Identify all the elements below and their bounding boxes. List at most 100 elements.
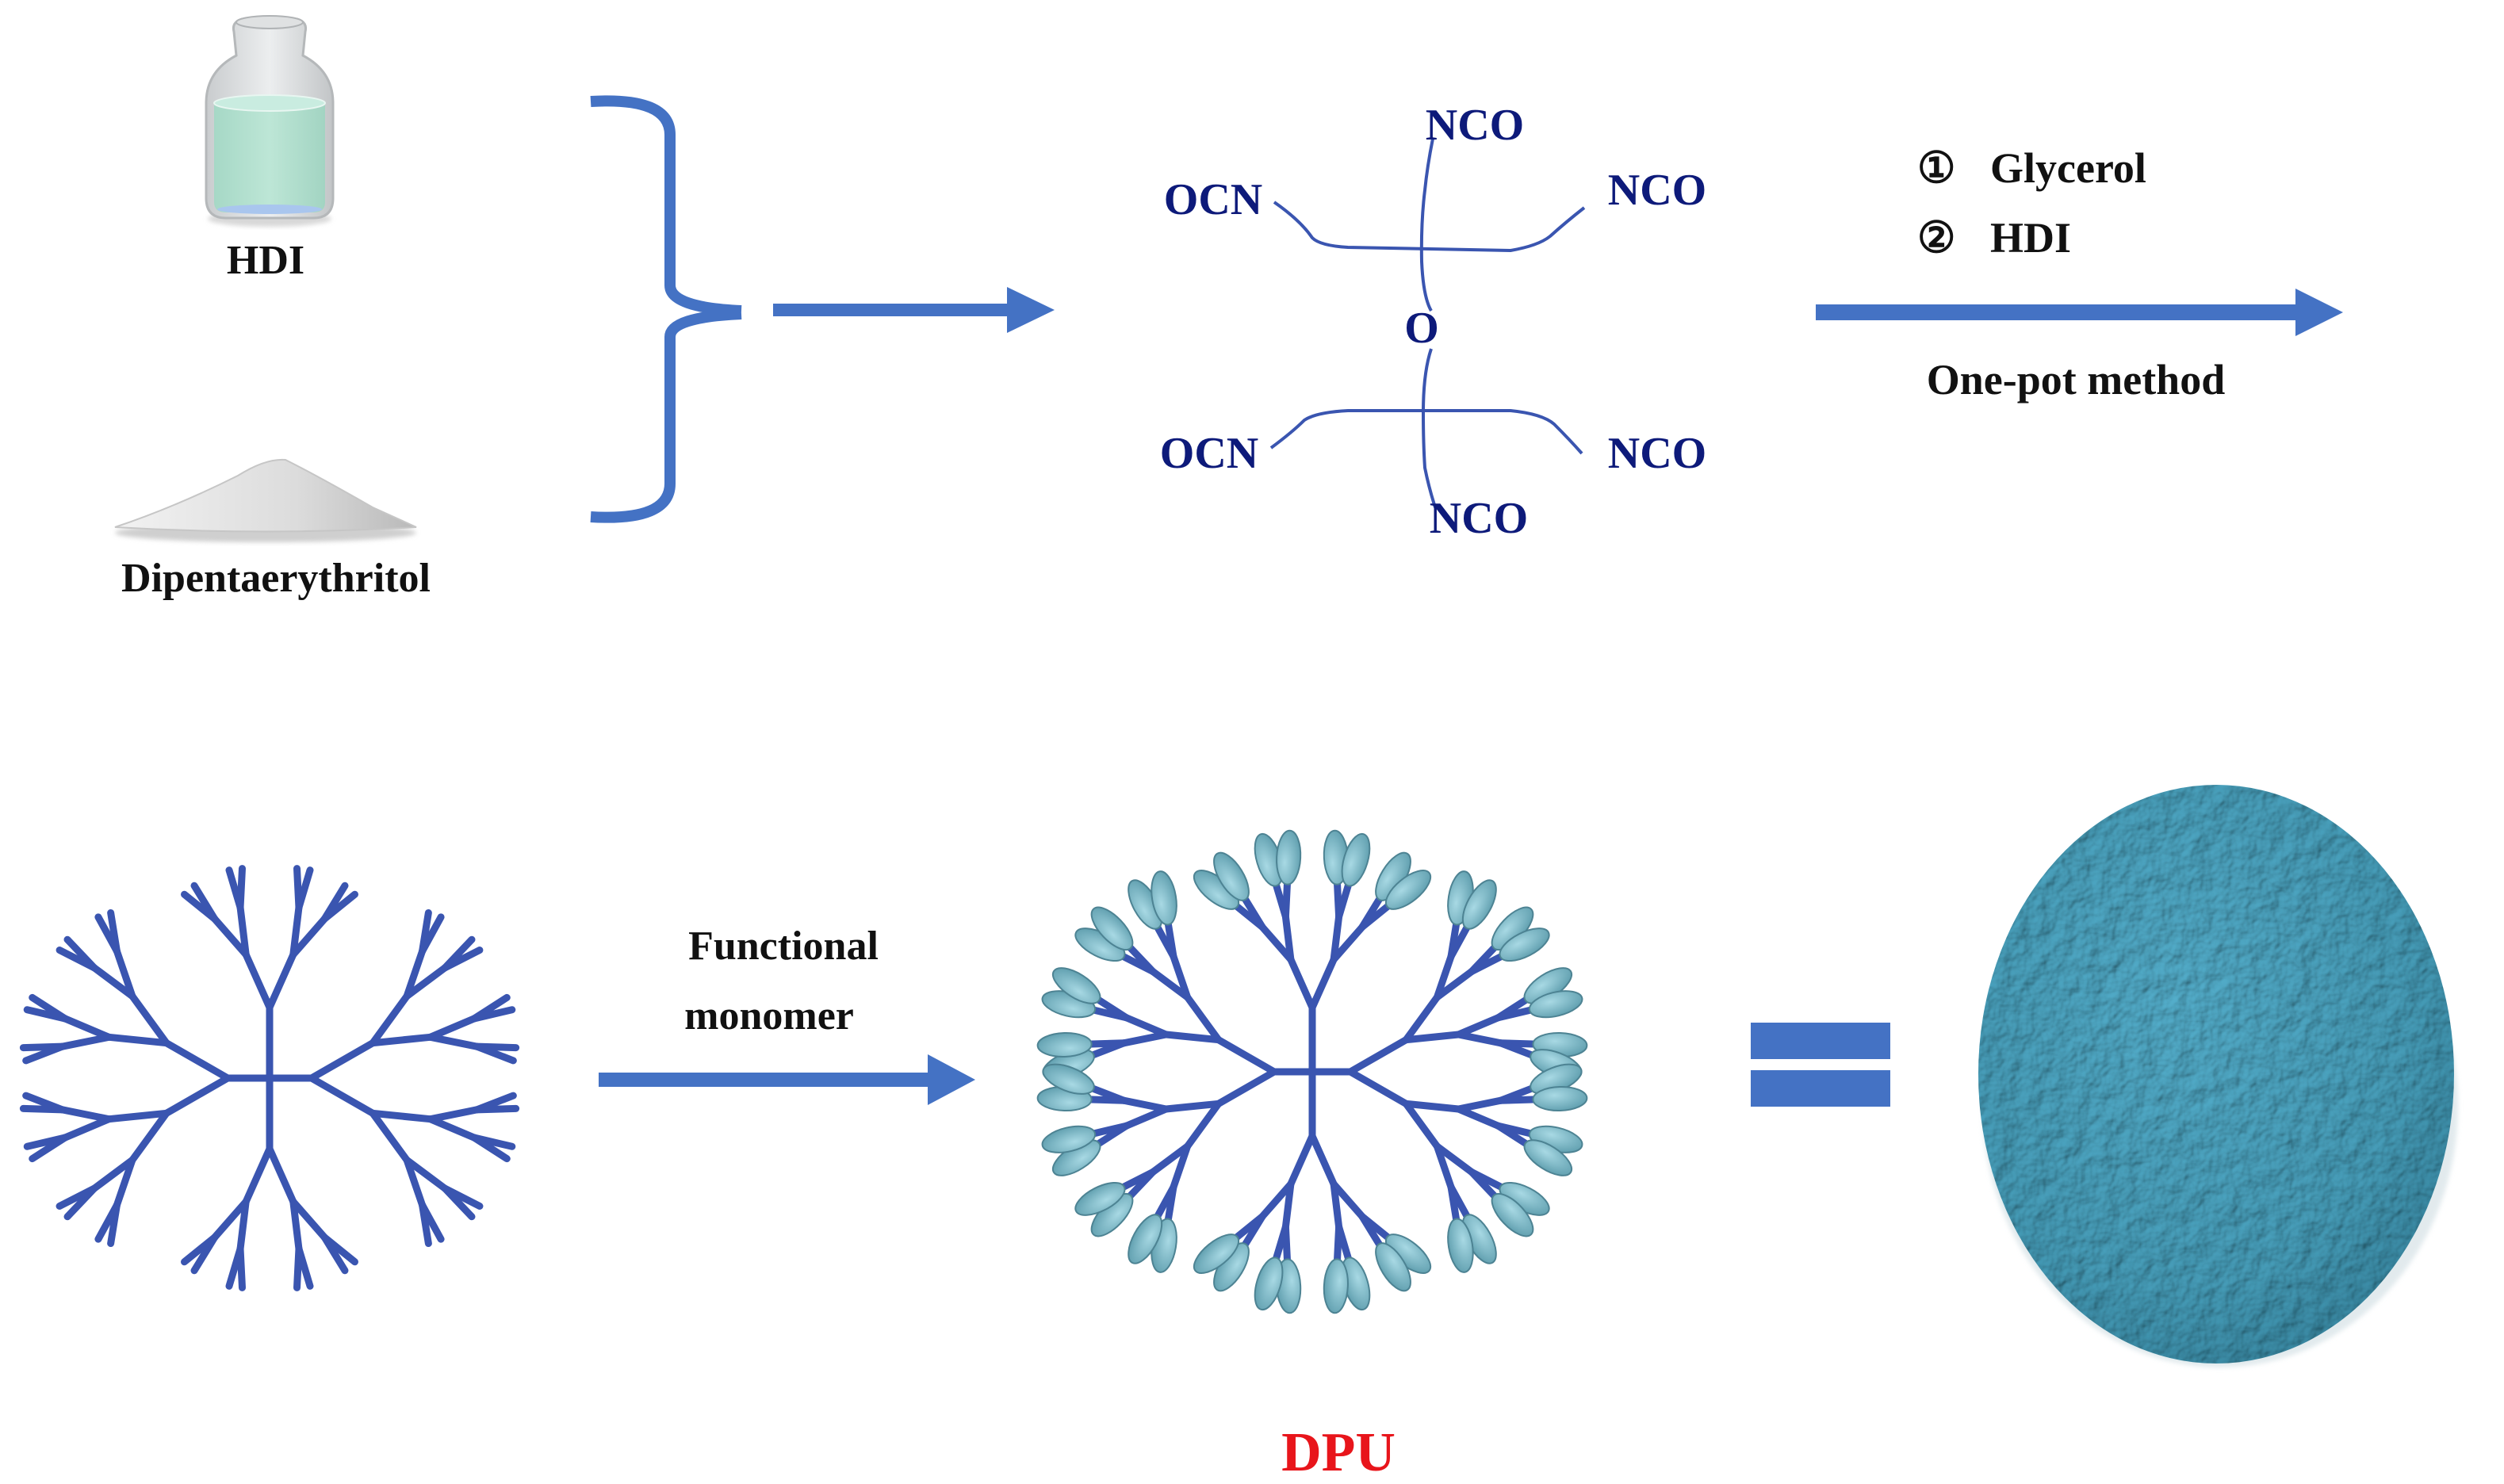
dendrimer-branch xyxy=(1149,967,1192,1001)
dendrimer-branch xyxy=(293,1245,303,1291)
dendrimer-branch xyxy=(94,1201,121,1243)
dendrimer-branch xyxy=(1330,912,1343,963)
dendrimer-branch xyxy=(1170,953,1192,1001)
dendrimer-branch xyxy=(1120,1096,1170,1113)
dendrimer-branch xyxy=(1281,878,1292,920)
functional-monomer-head xyxy=(1375,1242,1411,1292)
dendrimer-branch xyxy=(181,1233,219,1266)
dendrimer-branch xyxy=(1281,1180,1295,1231)
functional-monomer-head xyxy=(1323,1258,1349,1314)
dendrimer-branch xyxy=(266,950,297,1012)
dendrimer-branch xyxy=(105,1033,170,1047)
dendrimer-branch xyxy=(211,915,250,958)
dendrimer-branch xyxy=(1330,1180,1366,1221)
dendrimer-branch xyxy=(1358,1213,1384,1251)
dendrimer-branch xyxy=(90,1156,136,1192)
dendrimer-branch xyxy=(236,1198,250,1253)
dendrimer-branch xyxy=(113,1156,136,1209)
dendrimer-branch xyxy=(289,1198,328,1241)
dendrimer-branch xyxy=(1258,1180,1295,1221)
dendrimer-branch xyxy=(1335,878,1353,920)
powder-pile-icon xyxy=(114,458,417,542)
functional-monomer-head xyxy=(1213,851,1250,901)
dendrimer-branch xyxy=(1454,1105,1502,1130)
one-pot-method-label: One-pot method xyxy=(1927,356,2226,404)
reagent-hdi: HDI xyxy=(1990,214,2071,262)
dendrimer-branch xyxy=(427,1033,481,1050)
functional-monomer-head xyxy=(1051,967,1101,1004)
functional-monomer-head xyxy=(1461,879,1497,930)
dendrimer-branch xyxy=(1494,1122,1532,1149)
dendrimer-branch xyxy=(473,1042,517,1065)
dendrimer-branch xyxy=(441,947,484,972)
dendrimer-branch xyxy=(1454,1031,1505,1047)
functional-monomer-head xyxy=(1090,906,1134,951)
dendrimer-branch xyxy=(190,882,219,923)
dendrimer-branch xyxy=(403,1156,427,1209)
functional-label-line2: monomer xyxy=(684,993,854,1038)
dendrimer-branch xyxy=(1308,955,1338,1012)
functional-monomer-head xyxy=(1528,990,1583,1019)
reagent-marker-1: ① xyxy=(1917,144,1955,192)
dendrimer-branch xyxy=(1124,942,1157,975)
dendrimer-branch xyxy=(1281,912,1295,963)
dendrimer-branch xyxy=(242,1145,274,1206)
dendrimer-branch xyxy=(1494,1006,1537,1022)
dendrimer-branch xyxy=(236,904,250,958)
dendrimer-branch xyxy=(308,1039,377,1082)
dendrimer-branch xyxy=(1087,1084,1128,1104)
dendrimer-branch xyxy=(403,964,449,1000)
dendrimer-branch xyxy=(1170,1142,1192,1191)
dendrimer-branch xyxy=(1330,1180,1343,1231)
dendrimer-branch xyxy=(22,1092,66,1114)
dendrimer-branch xyxy=(58,1033,113,1050)
dpu-dendrimer xyxy=(1036,829,1588,1314)
dendrimer-branch xyxy=(163,1039,232,1082)
dendrimer-branch xyxy=(427,1115,478,1142)
dendrimer-branch xyxy=(369,1033,435,1047)
dendrimer-branch xyxy=(289,1198,303,1253)
dendrimer-branch xyxy=(1433,953,1455,1001)
functional-monomer-head xyxy=(1532,1086,1588,1112)
dendrimer-branch xyxy=(295,866,314,912)
dendrimer-branch xyxy=(1123,1105,1170,1130)
combine-bracket xyxy=(590,95,742,523)
dendrimer-branch xyxy=(1117,1168,1157,1192)
dendrimer-branch xyxy=(1123,1014,1170,1038)
dendrimer-branch xyxy=(163,1074,232,1117)
functional-monomer-head xyxy=(1523,1139,1573,1176)
dendrimer-branch xyxy=(1346,1068,1410,1107)
dendrimer-branch xyxy=(1433,967,1476,1001)
dendrimer-branch xyxy=(403,1156,449,1192)
dendrimer-branch xyxy=(1184,1100,1223,1150)
dipentaerythritol-label: Dipentaerythritol xyxy=(121,556,431,601)
dendrimer-branch xyxy=(1287,1132,1316,1188)
functional-label-line1: Functional xyxy=(688,924,879,969)
dendrimer-branch xyxy=(289,904,303,958)
dendrimer-branch xyxy=(1330,923,1366,963)
functional-monomer-head xyxy=(1036,1031,1093,1058)
dendrimer-branch xyxy=(113,947,136,1000)
dendrimer-branch xyxy=(1308,1132,1338,1188)
dendrimer-branch xyxy=(29,993,69,1023)
dendrimer-branch xyxy=(1215,1036,1278,1076)
dendrimer-branch xyxy=(320,1233,349,1275)
nco-group-lower-right: NCO xyxy=(1608,429,1706,478)
dendrimer-branch xyxy=(1433,1142,1455,1191)
dendrimer-branch xyxy=(107,908,121,955)
reagent-glycerol: Glycerol xyxy=(1990,144,2146,192)
functional-monomer-head xyxy=(1041,1125,1097,1153)
dendrimer-branch xyxy=(236,865,246,912)
dendrimer-branch xyxy=(1402,1031,1462,1044)
dendrimer-branch xyxy=(369,993,411,1047)
dendrimer-branch xyxy=(61,1115,113,1142)
dendrimer-branch xyxy=(1468,951,1507,975)
dendrimer-branch xyxy=(128,1109,170,1164)
dendrimer-branch xyxy=(470,1134,511,1163)
dendrimer-branch xyxy=(105,1109,170,1123)
dpu-label: DPU xyxy=(1281,1422,1396,1483)
functional-monomer-head xyxy=(1151,870,1177,926)
dendrimer-branch xyxy=(225,1245,244,1290)
functional-monomer-head xyxy=(1042,1063,1095,1095)
dendrimer-branch xyxy=(1231,1213,1266,1243)
